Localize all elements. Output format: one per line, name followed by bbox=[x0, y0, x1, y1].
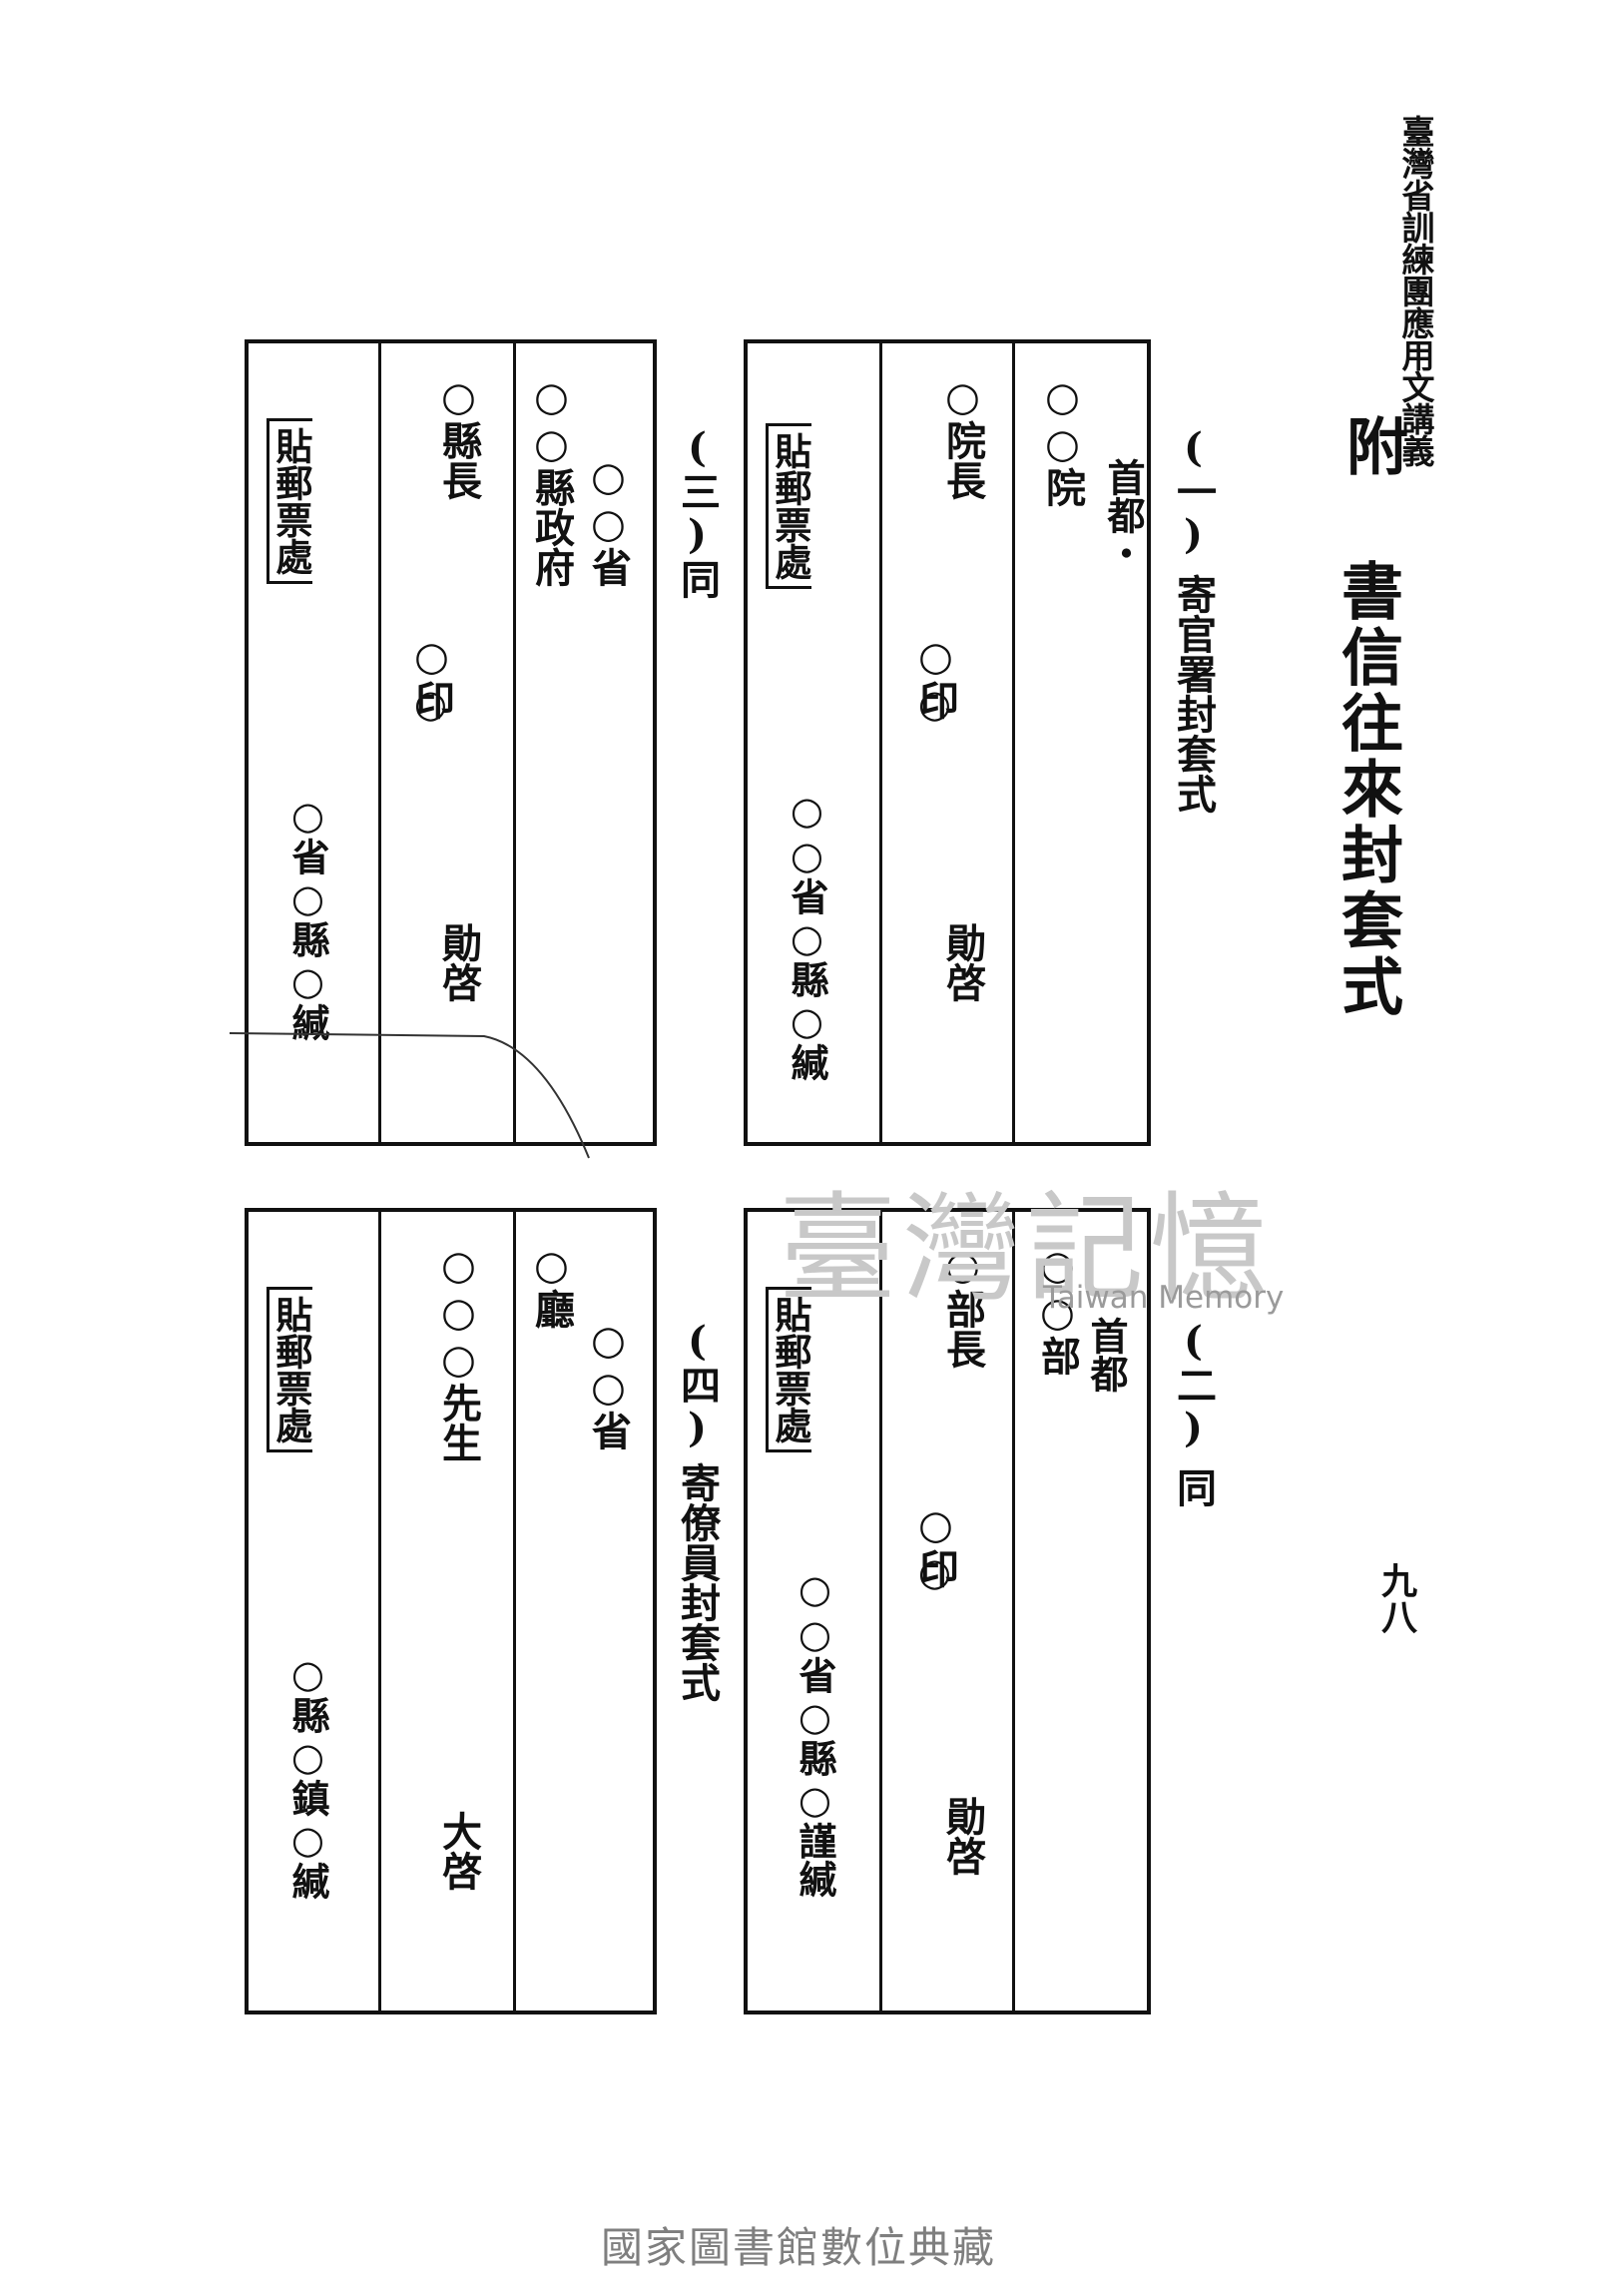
recipient: ○○○先生 bbox=[435, 1242, 482, 1462]
envelope-4: ○○省 ○廳 ○○○先生 大啓 貼郵票處 ○縣○鎮○緘 bbox=[245, 1208, 657, 2014]
section-caption: 同 bbox=[674, 559, 721, 599]
seal: ○印 bbox=[912, 1501, 959, 1588]
sender: ○○省○縣○緘 bbox=[785, 788, 829, 1081]
column-divider bbox=[378, 1212, 381, 2010]
column-divider bbox=[879, 1212, 882, 2010]
column-divider bbox=[378, 343, 381, 1142]
page-number: 九八 bbox=[1375, 1562, 1417, 1634]
seal-circle: ○ bbox=[408, 681, 453, 726]
closing: 大啓 bbox=[435, 1811, 482, 1891]
footer-credit: 國家圖書館數位典藏 bbox=[600, 2223, 996, 2272]
appendix-mark: 附 bbox=[1335, 414, 1408, 476]
scan-artifact-line bbox=[229, 1032, 590, 1159]
column-divider bbox=[513, 343, 516, 1142]
section-number: (四) bbox=[674, 1318, 721, 1451]
address-main: ○○部 bbox=[1034, 1242, 1081, 1376]
closing: 勛啓 bbox=[435, 922, 482, 1002]
seal-circle: ○ bbox=[912, 1549, 957, 1594]
stamp-box: 貼郵票處 bbox=[766, 423, 812, 589]
recipient: ○縣長 bbox=[435, 373, 482, 500]
envelope-2: 首都 ○○部 ○部長 ○印 ○ 勛啓 貼郵票處 ○○省○縣○謹緘 bbox=[744, 1208, 1151, 2014]
column-divider bbox=[513, 1212, 516, 2010]
recipient: ○院長 bbox=[939, 373, 986, 500]
sender: ○省○縣○緘 bbox=[285, 793, 330, 1041]
section-number: (三) bbox=[674, 424, 721, 558]
sender: ○縣○鎮○緘 bbox=[285, 1651, 330, 1900]
running-header: 臺灣省訓練團應用文講義 bbox=[1396, 115, 1435, 466]
address-prefix: ○○省 bbox=[585, 1317, 632, 1450]
column-divider bbox=[879, 343, 882, 1142]
section-caption: 寄官署封套式 bbox=[1170, 574, 1217, 814]
watermark: 臺灣記憶 bbox=[779, 1180, 1275, 1318]
envelope-1: 首都・ ○○院 ○院長 ○印 ○ 勛啓 貼郵票處 ○○省○縣○緘 bbox=[744, 339, 1151, 1146]
sender: ○○省○縣○謹緘 bbox=[793, 1566, 837, 1898]
address-prefix: 首都 bbox=[1084, 1317, 1129, 1393]
page-title: 書信往來封套式 bbox=[1331, 559, 1403, 1020]
address-main: ○○縣政府 bbox=[528, 373, 575, 587]
address-prefix: 首都・ bbox=[1101, 458, 1146, 572]
section-number: (二) bbox=[1170, 1318, 1217, 1451]
envelope-3: ○○省 ○○縣政府 ○縣長 ○印 ○ 勛啓 貼郵票處 ○省○縣○緘 bbox=[245, 339, 657, 1146]
seal: ○印 bbox=[912, 633, 959, 720]
column-divider bbox=[1012, 343, 1015, 1142]
recipient: ○部長 bbox=[939, 1242, 986, 1369]
column-divider bbox=[1012, 1212, 1015, 2010]
address-main: ○○院 bbox=[1039, 373, 1086, 507]
stamp-box: 貼郵票處 bbox=[766, 1287, 812, 1452]
seal: ○印 bbox=[408, 633, 455, 720]
stamp-box: 貼郵票處 bbox=[266, 1287, 313, 1452]
closing: 勛啓 bbox=[939, 1796, 986, 1876]
section-number: (一) bbox=[1170, 424, 1217, 558]
stamp-box: 貼郵票處 bbox=[266, 418, 313, 584]
closing: 勛啓 bbox=[939, 922, 986, 1002]
section-caption: 同 bbox=[1170, 1467, 1217, 1507]
seal-circle: ○ bbox=[912, 681, 957, 726]
watermark-subtitle: Taiwan Memory bbox=[1043, 1280, 1285, 1316]
address-prefix: ○○省 bbox=[585, 453, 632, 587]
address-main: ○廳 bbox=[528, 1242, 575, 1329]
section-caption: 寄僚員封套式 bbox=[674, 1462, 721, 1702]
